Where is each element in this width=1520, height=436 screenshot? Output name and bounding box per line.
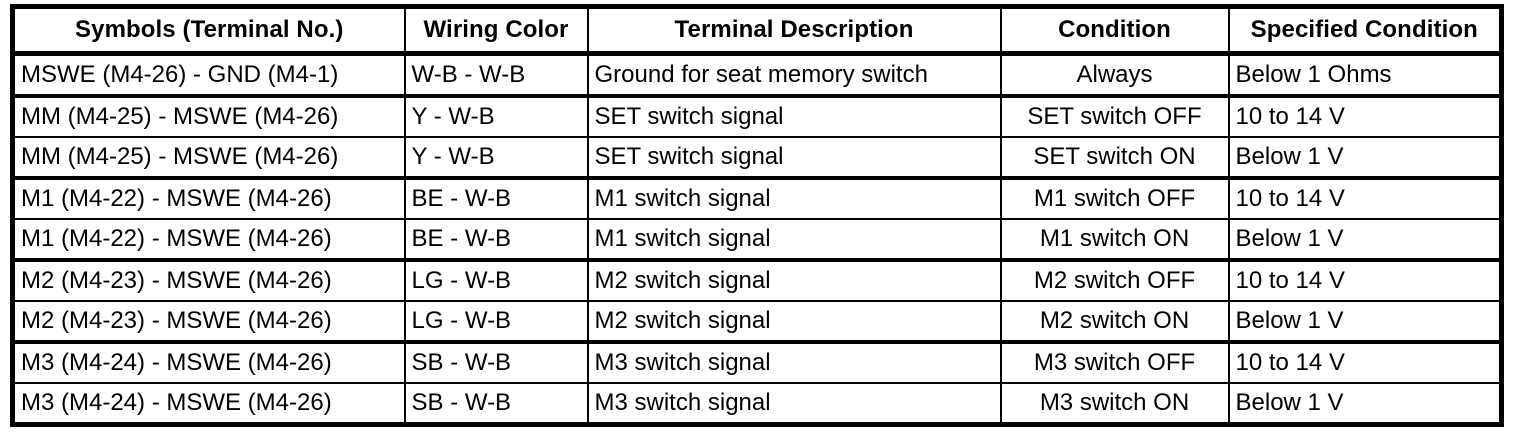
cell-condition: M2 switch OFF	[1000, 258, 1230, 301]
table-row: MM (M4-25) - MSWE (M4-26) Y - W-B SET sw…	[12, 94, 1502, 137]
cell-symbols: M1 (M4-22) - MSWE (M4-26)	[12, 218, 406, 260]
column-header-specified-condition: Specified Condition	[1228, 6, 1502, 56]
cell-condition: SET switch ON	[1000, 136, 1230, 178]
cell-symbols: M1 (M4-22) - MSWE (M4-26)	[12, 176, 406, 219]
cell-specified: Below 1 V	[1228, 382, 1502, 425]
cell-specified: Below 1 V	[1228, 300, 1502, 342]
cell-terminal: M1 switch signal	[587, 176, 1002, 219]
table-row: MM (M4-25) - MSWE (M4-26) Y - W-B SET sw…	[12, 136, 1502, 178]
cell-symbols: M3 (M4-24) - MSWE (M4-26)	[12, 340, 406, 383]
cell-symbols: M2 (M4-23) - MSWE (M4-26)	[12, 258, 406, 301]
cell-specified: Below 1 Ohms	[1235, 60, 1392, 88]
cell-specified: 10 to 14 V	[1228, 176, 1502, 219]
cell-terminal: M1 switch signal	[587, 218, 1002, 260]
cell-symbols: M3 (M4-24) - MSWE (M4-26)	[12, 382, 406, 425]
header-row: Symbols (Terminal No.) Wiring Color Term…	[12, 6, 1502, 56]
cell-symbols: MM (M4-25) - MSWE (M4-26)	[12, 136, 406, 178]
cell-wiring: SB - W-B	[404, 340, 589, 383]
column-header-terminal-description: Terminal Description	[587, 6, 1002, 56]
cell-symbols: MSWE (M4-26) - GND (M4-1)	[12, 53, 406, 96]
cell-wiring: Y - W-B	[404, 136, 589, 178]
cell-symbols: M2 (M4-23) - MSWE (M4-26)	[12, 300, 406, 342]
cell-condition: M3 switch ON	[1000, 382, 1230, 425]
cell-condition: M2 switch ON	[1000, 300, 1230, 342]
table-row: M2 (M4-23) - MSWE (M4-26) LG - W-B M2 sw…	[12, 300, 1502, 342]
cell-terminal: SET switch signal	[587, 94, 1002, 137]
cell-specified: 10 to 14 V	[1228, 340, 1502, 383]
table-row: M3 (M4-24) - MSWE (M4-26) SB - W-B M3 sw…	[12, 340, 1502, 383]
cell-wiring: SB - W-B	[404, 382, 589, 425]
column-header-condition: Condition	[1000, 6, 1230, 56]
cell-condition: M3 switch OFF	[1000, 340, 1230, 383]
table-row: M1 (M4-22) - MSWE (M4-26) BE - W-B M1 sw…	[12, 176, 1502, 219]
cell-terminal: Ground for seat memory switch	[587, 53, 1002, 96]
cell-wiring: LG - W-B	[404, 300, 589, 342]
table-row: MSWE (M4-26) - GND (M4-1) W-B - W-B Grou…	[12, 53, 1502, 96]
cell-terminal: M2 switch signal	[587, 258, 1002, 301]
table-row: M3 (M4-24) - MSWE (M4-26) SB - W-B M3 sw…	[12, 382, 1502, 425]
cell-terminal: SET switch signal	[587, 136, 1002, 178]
cell-wiring: BE - W-B	[404, 218, 589, 260]
terminal-specification-table: Symbols (Terminal No.) Wiring Color Term…	[10, 4, 1504, 427]
table-row: M1 (M4-22) - MSWE (M4-26) BE - W-B M1 sw…	[12, 218, 1502, 260]
cell-condition: SET switch OFF	[1000, 94, 1230, 137]
cell-specified: 10 to 14 V	[1228, 94, 1502, 137]
cell-condition: M1 switch ON	[1000, 218, 1230, 260]
cell-terminal: M3 switch signal	[587, 382, 1002, 425]
table-header: Symbols (Terminal No.) Wiring Color Term…	[12, 6, 1502, 56]
cell-specified: 10 to 14 V	[1228, 258, 1502, 301]
cell-wiring: W-B - W-B	[404, 53, 589, 96]
cell-condition: M1 switch OFF	[1000, 176, 1230, 219]
cell-terminal: M2 switch signal	[587, 300, 1002, 342]
column-header-symbols: Symbols (Terminal No.)	[12, 6, 406, 56]
cell-terminal: M3 switch signal	[587, 340, 1002, 383]
cell-specified: Below 1 V	[1228, 136, 1502, 178]
table-body: MSWE (M4-26) - GND (M4-1) W-B - W-B Grou…	[12, 53, 1502, 425]
cell-specified: Below 1 V	[1228, 218, 1502, 260]
column-header-wiring-color: Wiring Color	[404, 6, 589, 56]
cell-condition: Always	[1000, 53, 1230, 96]
cell-wiring: BE - W-B	[404, 176, 589, 219]
cell-wiring: LG - W-B	[404, 258, 589, 301]
cell-wiring: Y - W-B	[404, 94, 589, 137]
cell-symbols: MM (M4-25) - MSWE (M4-26)	[12, 94, 406, 137]
table-row: M2 (M4-23) - MSWE (M4-26) LG - W-B M2 sw…	[12, 258, 1502, 301]
